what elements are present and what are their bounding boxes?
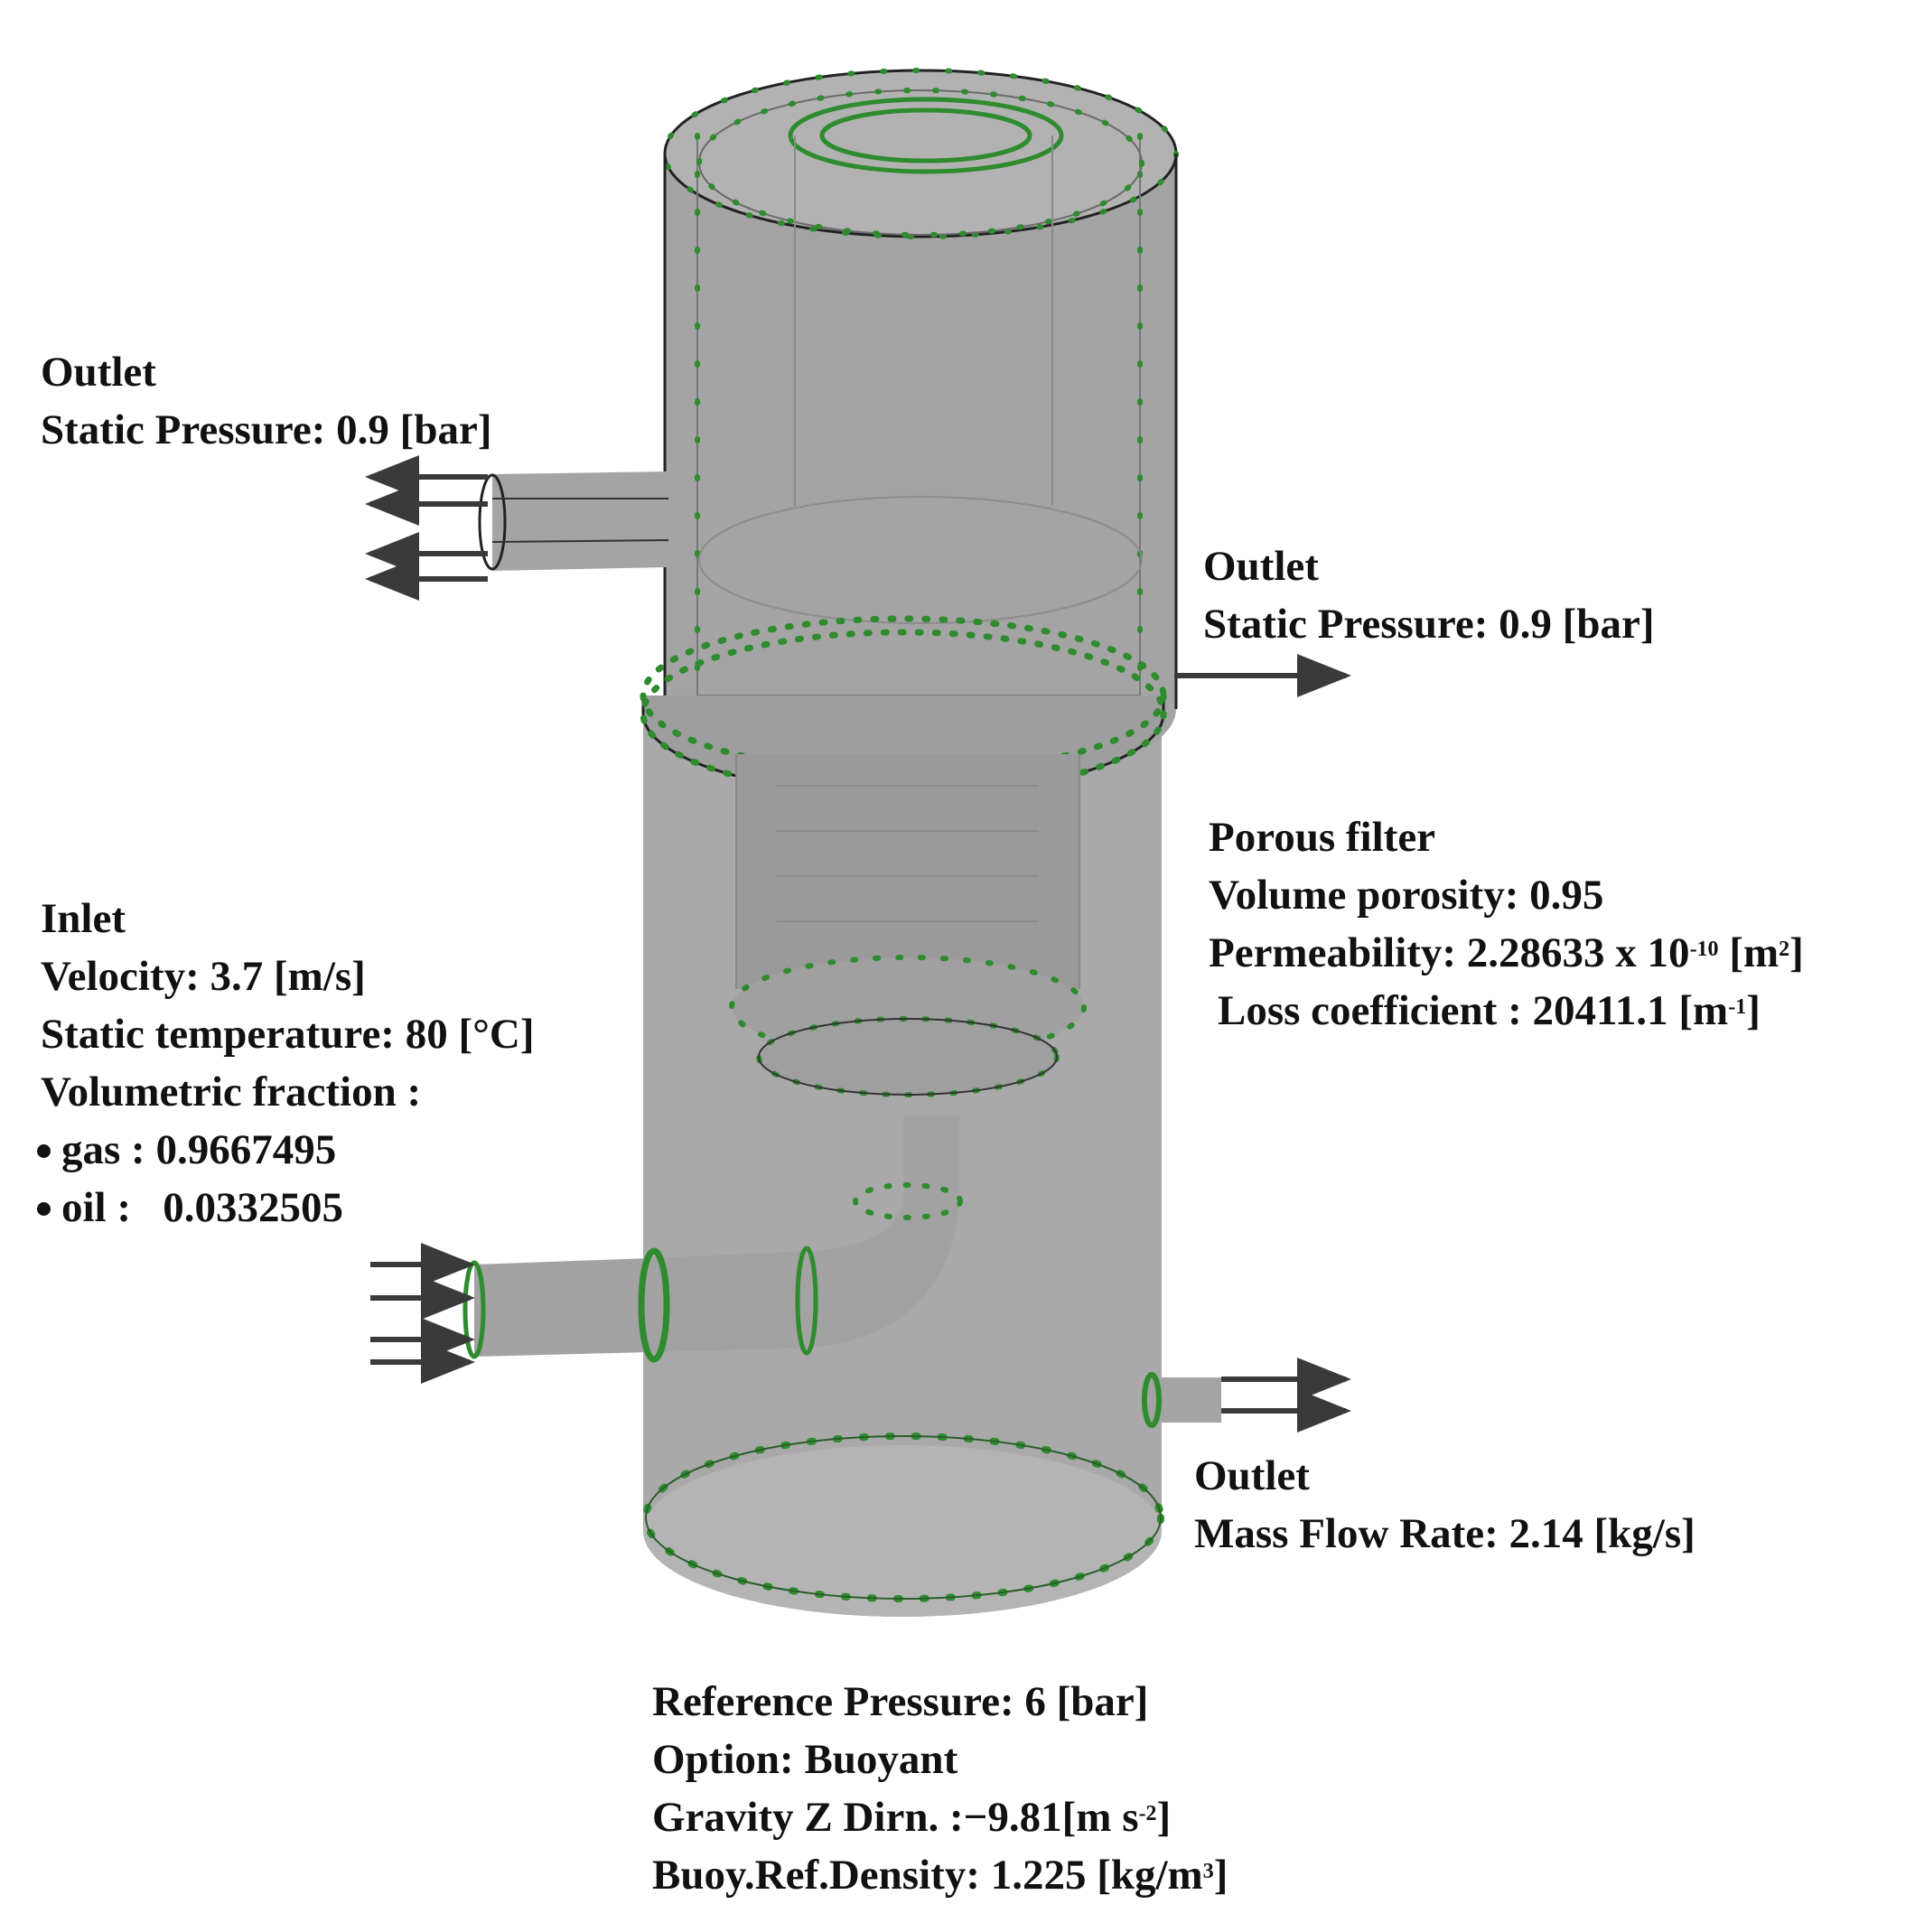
gravity-z-direction: Gravity Z Dirn. :−9.81[m s-2] bbox=[652, 1794, 1172, 1841]
porous-filter-loss-coefficient: Loss coefficient : 20411.1 [m-1] bbox=[1218, 987, 1761, 1034]
buoyancy-option: Option: Buoyant bbox=[652, 1736, 958, 1783]
porous-filter-label: Porous filter Volume porosity: 0.95 Perm… bbox=[1209, 808, 1804, 1040]
outlet-top-right-pressure: Static Pressure: 0.9 [bar] bbox=[1203, 601, 1655, 648]
inlet-label: Inlet Velocity: 3.7 [m/s] Static tempera… bbox=[37, 890, 535, 1237]
outlet-pipe-bottom-right bbox=[1142, 1372, 1221, 1428]
outlet-arrows-bottom-right bbox=[1221, 1358, 1351, 1433]
outlet-bottom-right-mass-flow: Mass Flow Rate: 2.14 [kg/s] bbox=[1194, 1510, 1695, 1557]
porous-filter-title: Porous filter bbox=[1209, 814, 1436, 861]
outlet-top-left-title: Outlet bbox=[41, 349, 156, 396]
outlet-top-right-label: Outlet Static Pressure: 0.9 [bar] bbox=[1203, 537, 1655, 653]
porous-filter-porosity: Volume porosity: 0.95 bbox=[1209, 872, 1604, 919]
outlet-arrows-top-left bbox=[365, 455, 488, 601]
inlet-velocity: Velocity: 3.7 [m/s] bbox=[41, 953, 366, 1000]
inlet-temperature: Static temperature: 80 [°C] bbox=[41, 1011, 535, 1058]
outlet-top-left-label: Outlet Static Pressure: 0.9 [bar] bbox=[41, 343, 492, 459]
inlet-oil-fraction: oil : 0.0332505 bbox=[33, 1179, 535, 1237]
outlet-bottom-right-title: Outlet bbox=[1194, 1452, 1310, 1499]
inlet-fraction-label: Volumetric fraction : bbox=[41, 1069, 422, 1115]
inlet-arrows bbox=[370, 1243, 475, 1384]
outlet-top-left-pressure: Static Pressure: 0.9 [bar] bbox=[41, 406, 492, 453]
buoyancy-reference-density: Buoy.Ref.Density: 1.225 [kg/m3] bbox=[652, 1852, 1228, 1899]
outlet-bottom-right-label: Outlet Mass Flow Rate: 2.14 [kg/s] bbox=[1194, 1447, 1695, 1563]
bullet-icon bbox=[37, 1202, 51, 1217]
reference-pressure: Reference Pressure: 6 [bar] bbox=[652, 1678, 1149, 1725]
bullet-icon bbox=[37, 1144, 51, 1159]
inlet-gas-fraction: gas : 0.9667495 bbox=[33, 1121, 535, 1179]
outlet-pipe-top-left bbox=[478, 471, 669, 571]
inlet-title: Inlet bbox=[41, 895, 126, 942]
porous-filter-cartridge bbox=[729, 754, 1087, 1097]
upper-vessel bbox=[640, 68, 1179, 798]
outlet-top-right-title: Outlet bbox=[1203, 543, 1319, 590]
domain-settings-label: Reference Pressure: 6 [bar] Option: Buoy… bbox=[652, 1673, 1228, 1904]
porous-filter-permeability: Permeability: 2.28633 x 10-10 [m2] bbox=[1209, 929, 1804, 976]
